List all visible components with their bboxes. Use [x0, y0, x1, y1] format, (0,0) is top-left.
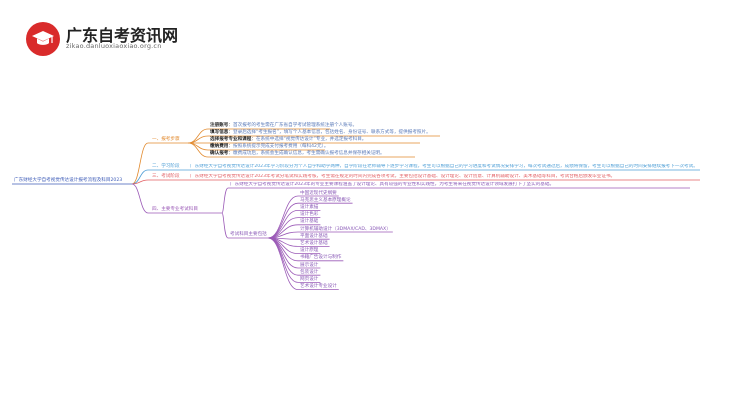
subject-connector — [267, 237, 299, 276]
site-url: zikao.danluoxiaoxiao.org.cn — [66, 42, 162, 50]
subject-item: 马克思主义基本原理概论 — [300, 197, 351, 203]
study-stage-text: 广东财经大学自考视觉传达设计2023年学习阶段分为个人自学和助学两种，自学阶段在… — [190, 164, 698, 169]
subject-item: 展示设计 — [300, 262, 319, 268]
branch-label-study: 二、学习阶段 — [152, 164, 180, 169]
site-name: 广东自考资讯网 — [66, 26, 179, 45]
step-text: 登录后选择“考生报名”，填写个人基本信息，包括姓名、身份证号、联系方式等，提供报… — [233, 130, 431, 135]
mindmap-root: 广东财经大学自考视觉传达设计报考流程及科目2023 — [14, 178, 123, 183]
branch-label-steps: 一、报考步骤 — [152, 137, 180, 142]
subject-item: 设计色彩 — [300, 212, 319, 218]
step-choose-major: 选择报考专业和课程：在系统中选择“视觉传达设计”专业，并选定报考科目。 — [210, 137, 367, 142]
subject-connector — [267, 237, 299, 290]
step-label: 注册账号 — [210, 123, 229, 128]
subject-item: 设计原理 — [300, 248, 319, 254]
site-logo — [26, 22, 60, 56]
subject-connector — [267, 202, 299, 239]
step-label: 选择报考专业和课程 — [210, 137, 252, 142]
subject-item: 平面设计基础 — [300, 233, 328, 239]
branch-label-subjects: 四、主要专业考试科目 — [152, 207, 198, 212]
subjects-sub-label: 考试科目主要包括 — [230, 232, 267, 237]
step-confirm: 确认报考：缴费成功后，系统会生成确认信息，考生需确认报考信息并保存相关证明。 — [210, 151, 385, 156]
subject-item: 中国近现代史纲要 — [300, 190, 337, 196]
subject-connector — [267, 210, 299, 239]
exam-stage-text: 广东财经大学自考视觉传达设计2023年考试分笔试和实践考核，考生需在规定的时间内… — [190, 174, 616, 179]
step-text: 首次报考的考生需在广东省自学考试管理系统注册个人账号。 — [233, 123, 358, 128]
subjects-intro-text: 广东财经大学自考视觉传达设计2023年的专业主要课程涵盖了设计理论、具有较强的专… — [230, 182, 555, 187]
step-text: 按照系统提示完成支付报考费用（每科42元）。 — [233, 144, 329, 149]
branch-label-exam: 三、考试阶段 — [152, 174, 180, 179]
step-label: 缴纳费用 — [210, 144, 229, 149]
step-label: 确认报考 — [210, 151, 229, 156]
subject-item: 网页设计 — [300, 276, 319, 282]
step-label: 填写信息 — [210, 130, 229, 135]
subject-item: 艺术设计基础 — [300, 240, 328, 246]
subject-item: 计算机辅助设计（3DMAX/CAD、3DMAX） — [300, 226, 391, 232]
graduation-cap-icon — [32, 31, 54, 45]
step-pay: 缴纳费用：按照系统提示完成支付报考费用（每科42元）。 — [210, 144, 329, 149]
subject-item: 设计素描 — [300, 204, 319, 210]
step-fill-info: 填写信息：登录后选择“考生报名”，填写个人基本信息，包括姓名、身份证号、联系方式… — [210, 130, 431, 135]
subject-connector — [267, 224, 299, 239]
subject-item: 包装设计 — [300, 269, 319, 275]
step-text: 缴费成功后，系统会生成确认信息，考生需确认报考信息并保存相关证明。 — [233, 151, 385, 156]
subject-item: 书籍广告设计与制作 — [300, 255, 342, 261]
subject-item: 设计基础 — [300, 219, 319, 225]
subject-item: 艺术设计专业设计 — [300, 284, 337, 290]
step-register: 注册账号：首次报考的考生需在广东省自学考试管理系统注册个人账号。 — [210, 123, 358, 128]
step-text: 在系统中选择“视觉传达设计”专业，并选定报考科目。 — [255, 137, 367, 142]
